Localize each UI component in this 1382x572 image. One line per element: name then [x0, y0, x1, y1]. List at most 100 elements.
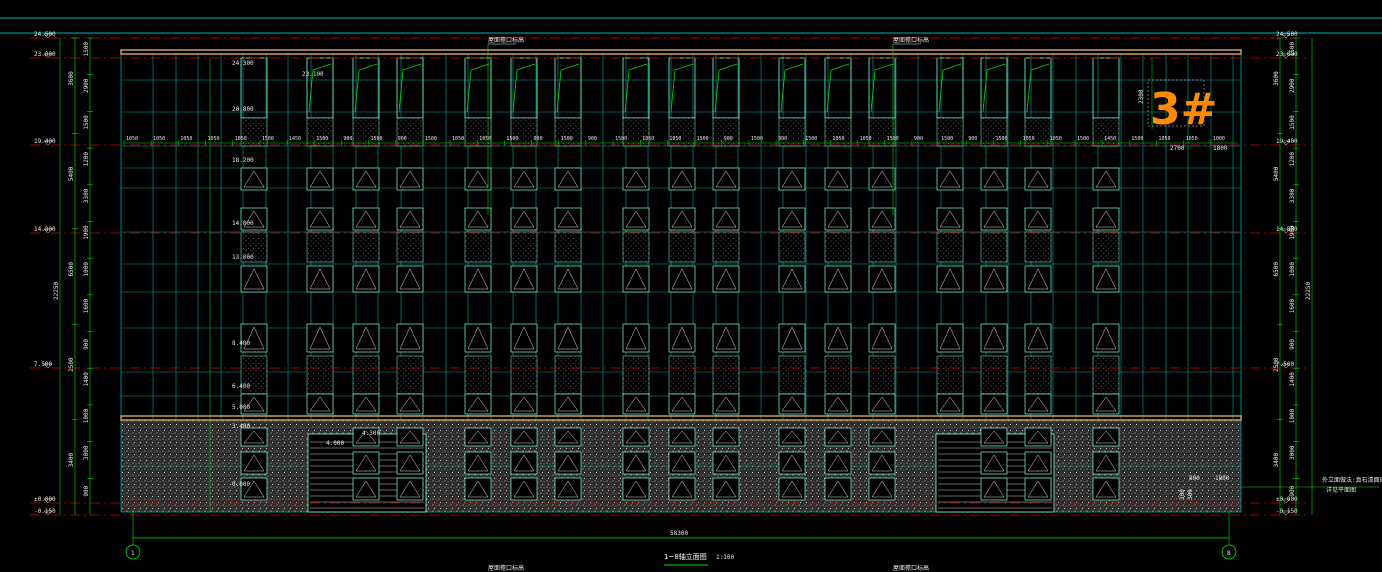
opening-symbol	[827, 210, 849, 228]
window-pane	[980, 265, 1008, 293]
opening-symbol	[513, 454, 535, 472]
width-dim-text: 1050	[180, 136, 192, 142]
opening-symbol	[827, 480, 849, 498]
window-pane	[1024, 477, 1052, 501]
width-dim-text: 1050	[832, 136, 844, 142]
window-pane	[712, 207, 740, 231]
opening-symbol	[309, 396, 331, 412]
spandrel-panel	[1024, 231, 1052, 263]
opening-symbol	[243, 396, 265, 412]
dim-text: 3600	[68, 71, 75, 86]
dim-text: 900	[83, 339, 90, 350]
window-pane	[554, 323, 582, 353]
window-pane	[668, 167, 696, 191]
dim-text: 1400	[1289, 372, 1296, 387]
axis-label-end: 8	[1227, 550, 1231, 557]
window-pane	[622, 477, 650, 501]
dim-text: 1600	[1289, 298, 1296, 313]
width-dim-text: 1050	[126, 136, 138, 142]
window-pane	[554, 451, 582, 475]
window-pane	[464, 451, 492, 475]
opening-symbol	[557, 430, 579, 444]
opening-symbol	[309, 268, 331, 290]
window-pane	[352, 393, 380, 415]
opening-symbol	[671, 480, 693, 498]
window-pane	[868, 451, 896, 475]
window-pane	[464, 207, 492, 231]
opening-symbol	[781, 326, 803, 350]
window-pane	[668, 393, 696, 415]
width-dim-text: 1500	[506, 136, 518, 142]
level-marker	[43, 33, 53, 39]
dim-text: 3000	[83, 445, 90, 460]
window-pane	[778, 207, 806, 231]
opening-symbol	[625, 454, 647, 472]
window-pane	[936, 323, 964, 353]
window-pane	[712, 427, 740, 447]
window-pane	[1092, 451, 1120, 475]
opening-symbol	[355, 396, 377, 412]
width-dim-text: 1050	[1050, 136, 1062, 142]
opening-symbol	[1027, 210, 1049, 228]
spandrel-panel	[396, 117, 424, 147]
opening-symbol	[557, 170, 579, 188]
dim-text: 1000	[83, 408, 90, 423]
opening-symbol	[1095, 480, 1117, 498]
opening-symbol	[557, 396, 579, 412]
window-pane	[712, 265, 740, 293]
opening-symbol	[1095, 170, 1117, 188]
roof-parapet	[120, 49, 1242, 55]
opening-symbol	[355, 210, 377, 228]
window-pane	[824, 393, 852, 415]
opening-symbol	[243, 268, 265, 290]
width-dim-text: 1050	[1023, 136, 1035, 142]
opening-symbol	[513, 480, 535, 498]
badge-frame	[1147, 79, 1205, 127]
opening-symbol	[939, 210, 961, 228]
spandrel-panel	[1092, 231, 1120, 263]
opening-symbol	[557, 454, 579, 472]
opening-symbol	[827, 430, 849, 444]
opening-symbol	[671, 326, 693, 350]
dim-text: 1000	[1289, 262, 1296, 277]
spandrel-panel	[868, 117, 896, 147]
opening-symbol	[871, 326, 893, 350]
window-pane	[778, 265, 806, 293]
spandrel-panel	[936, 355, 964, 395]
spandrel-panel	[306, 117, 334, 147]
dim-text: 6500	[68, 262, 75, 277]
window-pane	[712, 167, 740, 191]
roof-canopy	[354, 63, 378, 113]
opening-symbol	[243, 430, 265, 444]
opening-symbol	[1027, 430, 1049, 444]
window-pane	[306, 265, 334, 293]
opening-symbol	[781, 430, 803, 444]
width-dim-text: 1500	[561, 136, 573, 142]
spandrel-panel	[1024, 355, 1052, 395]
window-pane	[240, 477, 268, 501]
spandrel-panel	[778, 231, 806, 263]
window-pane	[980, 167, 1008, 191]
window-pane	[510, 451, 538, 475]
spandrel-panel	[668, 117, 696, 147]
opening-symbol	[715, 210, 737, 228]
dim-text: 1600	[83, 298, 90, 313]
window-pane	[352, 323, 380, 353]
window-pane	[868, 167, 896, 191]
top-note-left: 屋面檐口标高	[488, 36, 524, 44]
opening-symbol	[1027, 454, 1049, 472]
window-pane	[712, 323, 740, 353]
spandrel-panel	[1092, 355, 1120, 395]
window-pane	[622, 451, 650, 475]
width-dim-text: 1050	[1158, 136, 1170, 142]
window-pane	[510, 393, 538, 415]
opening-symbol	[715, 430, 737, 444]
window-pane	[352, 477, 380, 501]
opening-symbol	[1027, 326, 1049, 350]
width-dim-text: 1500	[371, 136, 383, 142]
spandrel-panel	[980, 355, 1008, 395]
window-pane	[824, 167, 852, 191]
window-pane	[306, 323, 334, 353]
dim-text: 1000	[1289, 408, 1296, 423]
window-pane	[1024, 207, 1052, 231]
